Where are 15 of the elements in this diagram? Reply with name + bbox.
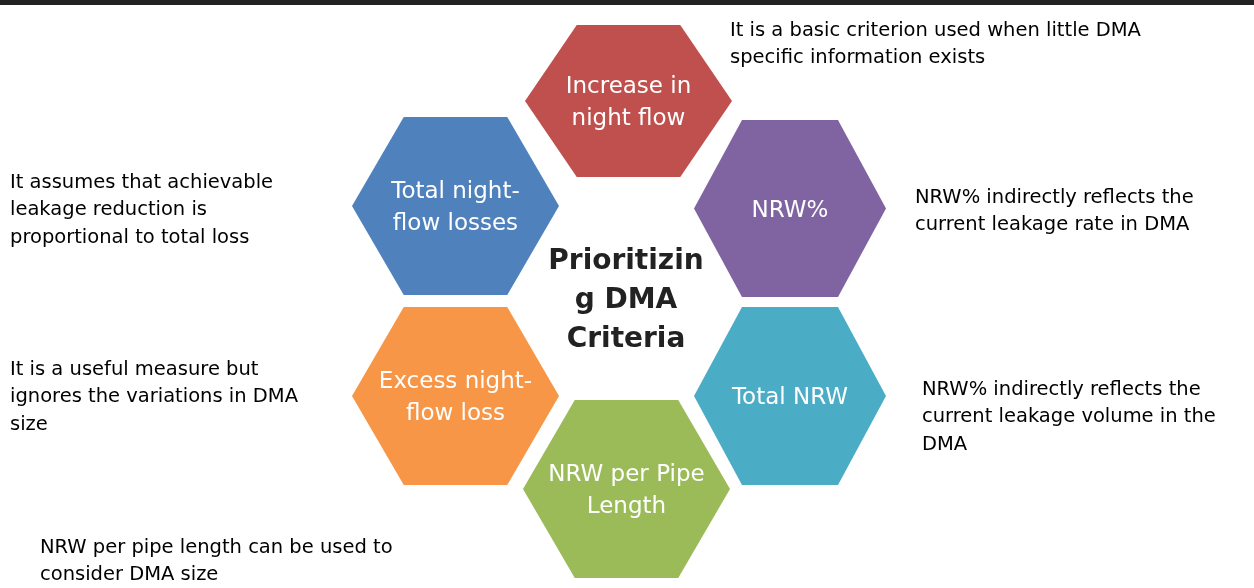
- description-text: It assumes that achievable leakage reduction is proportional to total loss: [10, 169, 275, 250]
- hexagon-label: Total NRW: [730, 381, 849, 411]
- description-text: It is a useful measure but ignores the variations in DMA size: [10, 356, 299, 437]
- hexagon-label: NRW per Pipe Length: [547, 458, 706, 520]
- hexagon-label: NRW%: [750, 194, 830, 224]
- hexagon-label: Increase in night flow: [564, 70, 693, 132]
- hexagon: [523, 400, 730, 578]
- hexagon-label: Excess night-flow loss: [377, 365, 534, 427]
- description-text: NRW per pipe length can be used to consider DMA size: [40, 534, 394, 588]
- description-text: NRW% indirectly reflects the current leakage volume in the DMA: [922, 376, 1217, 457]
- hexagon: [525, 25, 732, 177]
- description-text: It is a basic criterion used when little DMA specific information exists: [730, 17, 1142, 71]
- hexagon-label: Total night-flow losses: [390, 175, 521, 237]
- center-title: Prioritizing DMA Criteria: [547, 242, 705, 357]
- description-text: NRW% indirectly reflects the current leakage rate in DMA: [915, 184, 1195, 238]
